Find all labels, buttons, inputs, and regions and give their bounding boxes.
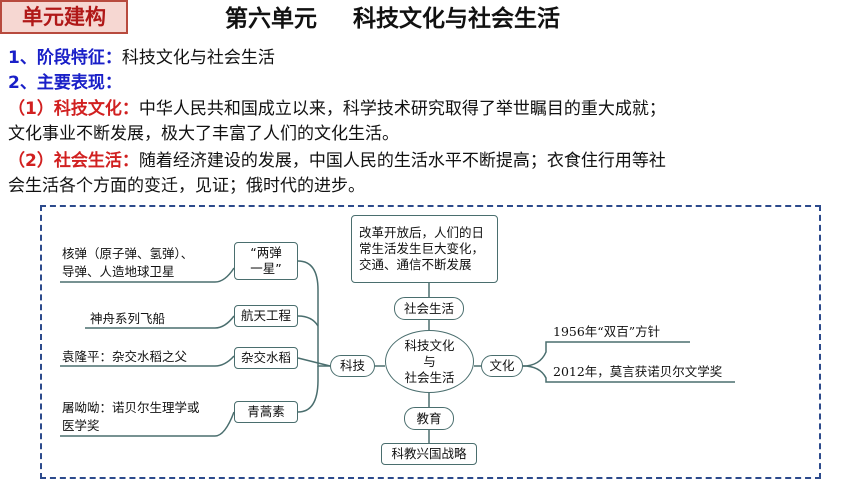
- branch-3-node: 杂交水稻: [240, 350, 291, 365]
- center-line1: 科技文化: [404, 337, 455, 353]
- para1-prefix: （1）科技文化：: [8, 99, 139, 119]
- performance-line: 2、主要表现：: [8, 71, 122, 95]
- science-node: 科技: [330, 355, 375, 377]
- education-strategy: 科教兴国战略: [381, 443, 477, 465]
- culture-node: 文化: [481, 355, 523, 377]
- society-desc-line3: 交通、通信不断发展: [359, 257, 472, 272]
- culture-item-2: 2012年，莫言获诺贝尔文学奖: [553, 364, 723, 379]
- mindmap-frame: [40, 205, 821, 479]
- education-node: 教育: [404, 407, 454, 430]
- society-desc-line1: 改革开放后，人们的日: [359, 225, 485, 240]
- para1-line1: （1）科技文化：中华人民共和国成立以来，科学技术研究取得了举世瞩目的重大成就；: [8, 97, 666, 121]
- branch-4-desc-line1: 屠呦呦：诺贝尔生理学或: [62, 400, 200, 415]
- connector-desc-3: [60, 355, 235, 367]
- branch-1-node-line2: 一星”: [250, 261, 282, 276]
- branch-4-node: 青蒿素: [247, 404, 285, 419]
- performance-prefix: 2、主要表现：: [8, 73, 122, 93]
- para2-text-a: 随着经济建设的发展，中国人民的生活水平不断提高；衣食住行用等社: [138, 151, 666, 171]
- center-line2: 与: [423, 353, 436, 369]
- science-label: 科技: [339, 358, 365, 373]
- society-desc-line2: 常生活发生巨大变化，: [359, 241, 485, 256]
- society-node: 社会生活: [394, 297, 464, 320]
- para2-line1: （2）社会生活：随着经济建设的发展，中国人民的生活水平不断提高；衣食住行用等社: [8, 149, 666, 173]
- branch-1-node-line1: “两弹: [250, 245, 282, 260]
- para2-prefix: （2）社会生活：: [8, 151, 139, 171]
- feature-prefix: 1、阶段特征：: [8, 48, 122, 68]
- connector-branch-4: [297, 366, 319, 413]
- center-line3: 社会生活: [404, 369, 455, 385]
- unit-title: 科技文化与社会生活: [353, 6, 560, 32]
- connector-desc-2: [85, 315, 235, 329]
- culture-item-1: 1956年“双百”方针: [553, 324, 661, 339]
- education-label: 教育: [416, 410, 442, 426]
- branch-1-desc-line2: 导弹、人造地球卫星: [62, 264, 175, 279]
- society-label: 社会生活: [403, 300, 454, 316]
- para1-line2: 文化事业不断发展，极大了丰富了人们的文化生活。: [8, 124, 399, 144]
- branch-node-two-bombs: “两弹 一星”: [234, 242, 298, 280]
- branch-node-rice: 杂交水稻: [234, 347, 298, 369]
- connector-culture-2: [522, 365, 735, 383]
- unit-tag: 单元建构: [0, 0, 128, 34]
- connector-branch-3: [297, 357, 331, 367]
- feature-line: 1、阶段特征：科技文化与社会生活: [8, 46, 275, 70]
- feature-text: 科技文化与社会生活: [121, 48, 275, 68]
- connector-branch-2: [297, 315, 319, 327]
- para1-text-a: 中华人民共和国成立以来，科学技术研究取得了举世瞩目的重大成就；: [138, 99, 666, 119]
- page-title: 第六单元 科技文化与社会生活: [225, 4, 665, 34]
- para2-line2: 会生活各个方面的变迁，见证；俄时代的进步。: [8, 176, 365, 196]
- connector-branch-1: [297, 260, 330, 367]
- branch-3-desc: 袁隆平：杂交水稻之父: [62, 349, 188, 364]
- society-description: 改革开放后，人们的日 常生活发生巨大变化， 交通、通信不断发展: [351, 215, 498, 283]
- branch-1-desc-line1: 核弹（原子弹、氢弹）、: [62, 246, 194, 261]
- branch-node-space: 航天工程: [234, 305, 298, 327]
- center-node: 科技文化 与 社会生活: [385, 330, 474, 393]
- branch-4-desc-line2: 医学奖: [62, 418, 100, 433]
- connector-desc-4: [60, 411, 235, 437]
- culture-label: 文化: [489, 358, 515, 373]
- branch-node-artemisinin: 青蒿素: [234, 401, 298, 423]
- unit-number: 第六单元: [225, 6, 317, 32]
- connector-desc-1: [60, 267, 235, 283]
- education-strategy-label: 科教兴国战略: [391, 446, 467, 461]
- branch-2-desc: 神舟系列飞船: [90, 311, 166, 326]
- branch-2-node: 航天工程: [240, 308, 291, 323]
